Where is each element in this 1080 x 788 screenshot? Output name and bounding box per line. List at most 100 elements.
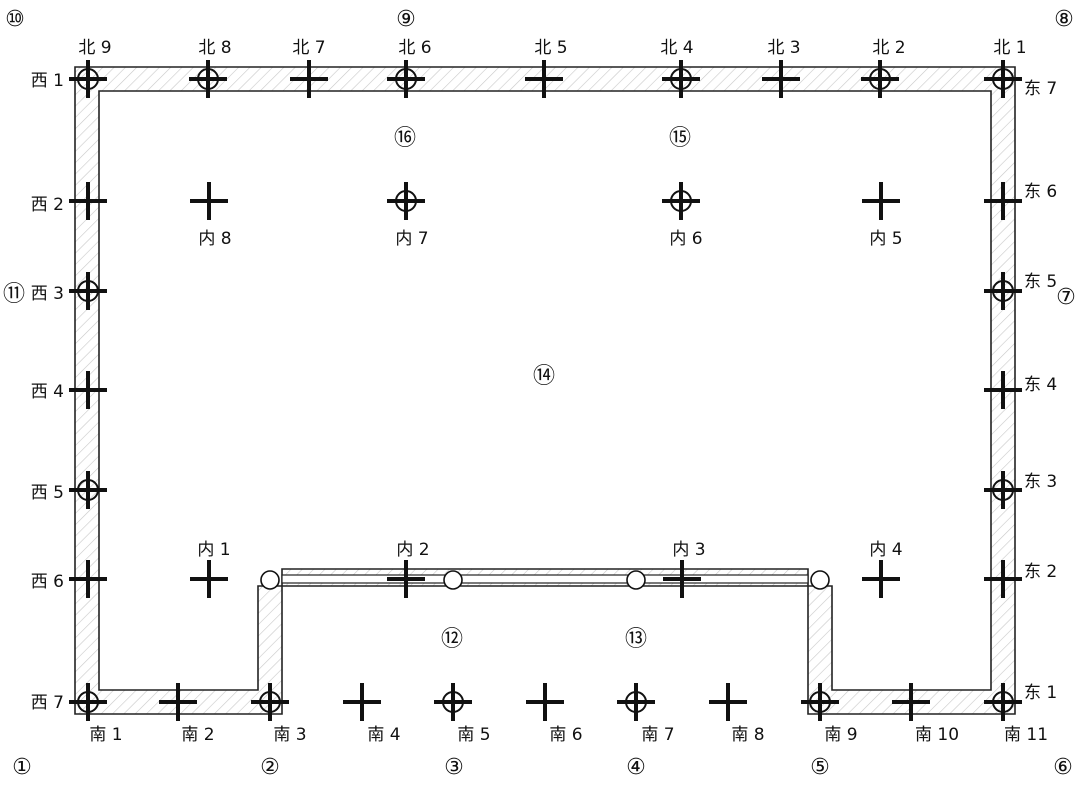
label-north-5: 北 5 bbox=[534, 38, 567, 58]
survey-mark-inner-4 bbox=[862, 560, 900, 598]
survey-mark-inner-2 bbox=[387, 560, 425, 598]
survey-mark-north-5 bbox=[525, 60, 563, 98]
survey-mark-south-7 bbox=[617, 683, 655, 721]
building-wall bbox=[74, 66, 1016, 715]
survey-mark-north-3 bbox=[762, 60, 800, 98]
region-number-1: ① bbox=[12, 755, 32, 780]
survey-mark-west-7 bbox=[69, 683, 107, 721]
survey-mark-inner-6 bbox=[662, 182, 700, 220]
region-number-10: ⑩ bbox=[5, 7, 25, 32]
circle-point-column-1 bbox=[260, 570, 280, 590]
region-number-2: ② bbox=[260, 755, 280, 780]
label-south-8: 南 8 bbox=[731, 725, 764, 745]
label-west-2: 西 2 bbox=[31, 195, 64, 215]
partition-line bbox=[281, 574, 809, 584]
label-north-9: 北 9 bbox=[78, 38, 111, 58]
circle-point-column-3 bbox=[626, 570, 646, 590]
label-east-3: 东 3 bbox=[1024, 472, 1057, 492]
label-inner-2: 内 2 bbox=[396, 540, 429, 560]
survey-mark-east-2 bbox=[984, 560, 1022, 598]
survey-mark-east-5 bbox=[984, 272, 1022, 310]
label-east-7: 东 7 bbox=[1024, 79, 1057, 99]
survey-mark-north-7 bbox=[290, 60, 328, 98]
label-east-1: 东 1 bbox=[1024, 683, 1057, 703]
survey-mark-west-4 bbox=[69, 371, 107, 409]
label-west-3: 西 3 bbox=[31, 284, 64, 304]
label-south-5: 南 5 bbox=[457, 725, 490, 745]
label-south-9: 南 9 bbox=[824, 725, 857, 745]
survey-mark-south-9 bbox=[801, 683, 839, 721]
label-inner-7: 内 7 bbox=[395, 229, 428, 249]
survey-mark-west-6 bbox=[69, 560, 107, 598]
label-inner-5: 内 5 bbox=[869, 229, 902, 249]
region-number-16: ⑯ bbox=[394, 126, 416, 151]
survey-mark-north-4 bbox=[662, 60, 700, 98]
survey-mark-south-10 bbox=[892, 683, 930, 721]
survey-mark-south-8 bbox=[709, 683, 747, 721]
label-west-7: 西 7 bbox=[31, 693, 64, 713]
label-north-8: 北 8 bbox=[198, 38, 231, 58]
survey-mark-north-6 bbox=[387, 60, 425, 98]
label-inner-8: 内 8 bbox=[198, 229, 231, 249]
marker-labels: 北 9 北 8 北 7 北 6 北 5 北 4 北 3 北 2 北 1 东 7 … bbox=[31, 38, 1057, 745]
label-west-1: 西 1 bbox=[31, 71, 64, 91]
label-south-4: 南 4 bbox=[367, 725, 400, 745]
survey-mark-east-3 bbox=[984, 471, 1022, 509]
region-number-14: ⑭ bbox=[533, 364, 555, 389]
label-east-5: 东 5 bbox=[1024, 272, 1057, 292]
survey-mark-east-4 bbox=[984, 371, 1022, 409]
label-north-1: 北 1 bbox=[993, 38, 1026, 58]
label-inner-3: 内 3 bbox=[672, 540, 705, 560]
survey-mark-east-1 bbox=[984, 683, 1022, 721]
label-north-7: 北 7 bbox=[292, 38, 325, 58]
survey-mark-south-4 bbox=[343, 683, 381, 721]
label-south-10: 南 10 bbox=[915, 725, 959, 745]
survey-mark-south-2 bbox=[159, 683, 197, 721]
label-south-1: 南 1 bbox=[89, 725, 122, 745]
survey-mark-south-5 bbox=[434, 683, 472, 721]
survey-mark-west-3 bbox=[69, 272, 107, 310]
region-number-15: ⑮ bbox=[669, 126, 691, 151]
label-north-4: 北 4 bbox=[660, 38, 693, 58]
region-number-3: ③ bbox=[444, 755, 464, 780]
label-east-2: 东 2 bbox=[1024, 562, 1057, 582]
survey-mark-inner-8 bbox=[190, 182, 228, 220]
survey-mark-east-6 bbox=[984, 182, 1022, 220]
region-number-7: ⑦ bbox=[1056, 285, 1076, 310]
survey-mark-inner-5 bbox=[862, 182, 900, 220]
survey-mark-south-6 bbox=[526, 683, 564, 721]
marker-layer bbox=[69, 60, 1022, 721]
survey-mark-south-3 bbox=[251, 683, 289, 721]
region-number-5: ⑤ bbox=[810, 755, 830, 780]
region-number-12: ⑫ bbox=[441, 627, 463, 652]
circle-point-column-2 bbox=[443, 570, 463, 590]
region-number-4: ④ bbox=[626, 755, 646, 780]
survey-mark-inner-7 bbox=[387, 182, 425, 220]
label-south-3: 南 3 bbox=[273, 725, 306, 745]
label-west-4: 西 4 bbox=[31, 382, 64, 402]
label-west-6: 西 6 bbox=[31, 572, 64, 592]
survey-mark-north-1 bbox=[984, 60, 1022, 98]
label-east-4: 东 4 bbox=[1024, 375, 1057, 395]
region-number-11: ⑪ bbox=[3, 282, 25, 307]
region-numbers: ① ② ③ ④ ⑤ ⑥ ⑦ ⑧ ⑨ ⑩ ⑪ ⑫ ⑬ ⑭ ⑮ ⑯ bbox=[3, 7, 1076, 780]
label-south-6: 南 6 bbox=[549, 725, 582, 745]
survey-mark-north-8 bbox=[189, 60, 227, 98]
survey-mark-inner-3 bbox=[663, 560, 701, 598]
label-north-3: 北 3 bbox=[767, 38, 800, 58]
label-inner-1: 内 1 bbox=[197, 540, 230, 560]
survey-mark-west-5 bbox=[69, 471, 107, 509]
survey-mark-west-2 bbox=[69, 182, 107, 220]
label-inner-4: 内 4 bbox=[869, 540, 902, 560]
label-south-11: 南 11 bbox=[1004, 725, 1048, 745]
label-west-5: 西 5 bbox=[31, 483, 64, 503]
region-number-8: ⑧ bbox=[1054, 7, 1074, 32]
label-inner-6: 内 6 bbox=[669, 229, 702, 249]
region-number-9: ⑨ bbox=[396, 7, 416, 32]
survey-mark-north-9 bbox=[69, 60, 107, 98]
region-number-13: ⑬ bbox=[625, 627, 647, 652]
label-north-2: 北 2 bbox=[872, 38, 905, 58]
circle-point-column-4 bbox=[810, 570, 830, 590]
label-north-6: 北 6 bbox=[398, 38, 431, 58]
